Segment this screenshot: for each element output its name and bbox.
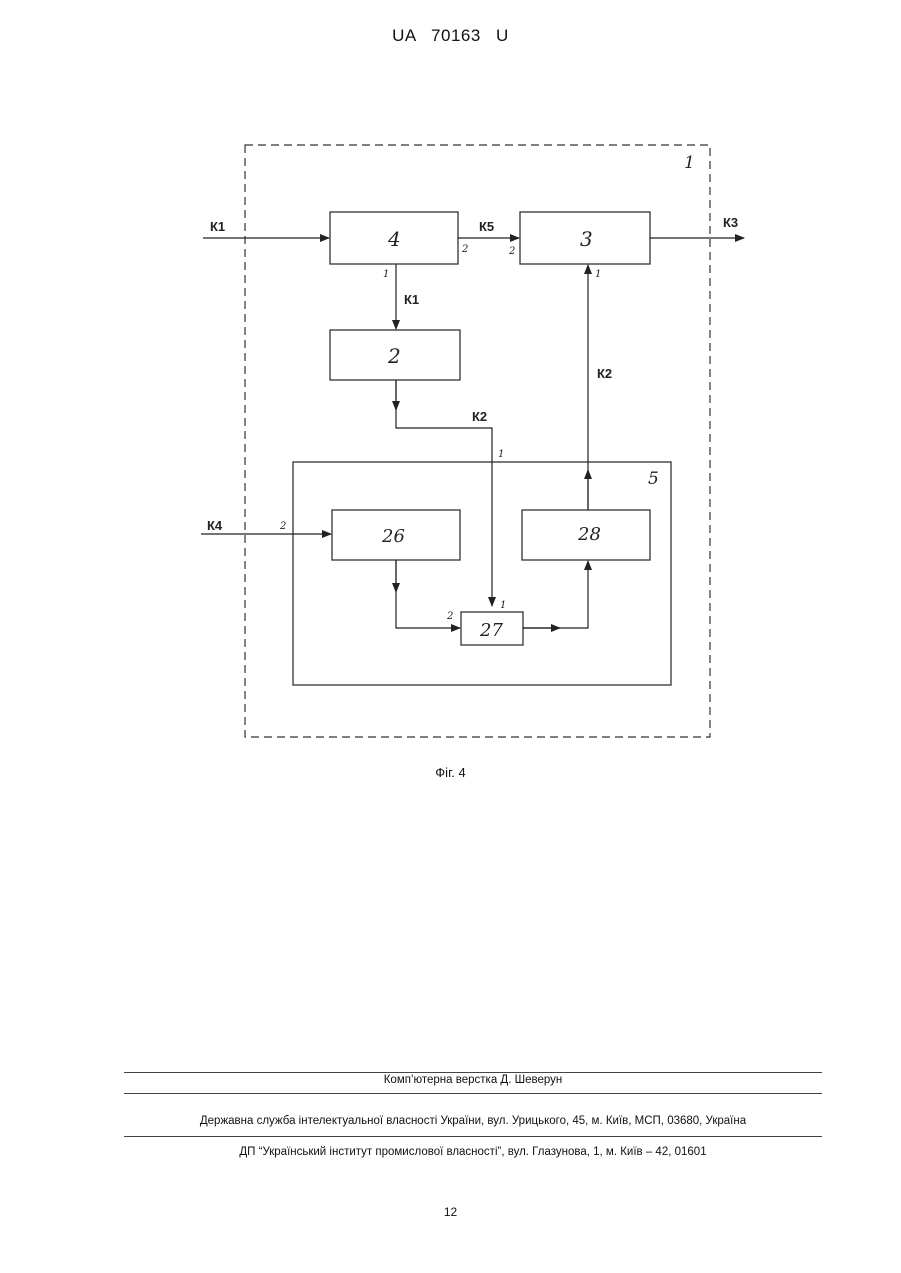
k1-down-label: К1 — [404, 292, 419, 307]
footer-divider-1 — [124, 1072, 822, 1073]
footer-institute: ДП “Український інститут промислової вла… — [124, 1146, 822, 1158]
subsystem-port-1: 1 — [498, 449, 504, 460]
page-number: 12 — [0, 1205, 901, 1219]
footer-divider-2 — [124, 1093, 822, 1094]
block-diagram: 1 5 4 3 2 26 28 27 К1 К5 2 2 К3 1 К1 К2 … — [0, 0, 901, 800]
k5-label: К5 — [479, 219, 494, 234]
block-3-port-2: 2 — [508, 246, 515, 257]
k2-right-label: К2 — [597, 366, 612, 381]
footer-agency: Державна служба інтелектуальної власност… — [124, 1115, 822, 1127]
k2-left-label: К2 — [472, 409, 487, 424]
figure-caption: Фіг. 4 — [0, 765, 901, 780]
block-27-port-2: 2 — [446, 611, 453, 622]
block-3-label: 3 — [580, 227, 593, 251]
block-27-label: 27 — [479, 620, 503, 641]
footer-divider-3 — [124, 1136, 822, 1137]
block-28-label: 28 — [577, 524, 601, 545]
block-3-port-1: 1 — [595, 269, 601, 280]
k4-input-label: К4 — [207, 518, 223, 533]
subsystem-port-2: 2 — [279, 521, 286, 532]
subsystem-boundary — [293, 462, 671, 685]
block-26-label: 26 — [381, 526, 405, 547]
block-27-port-1: 1 — [500, 600, 506, 611]
system-boundary — [245, 145, 710, 737]
subsystem-number-label: 5 — [648, 469, 659, 489]
block-4-port-1: 1 — [383, 269, 389, 280]
b27-to-b28-path — [523, 561, 588, 628]
block-2-label: 2 — [387, 344, 401, 368]
system-number-label: 1 — [684, 153, 695, 173]
footer-layout-credit: Комп’ютерна верстка Д. Шеверун — [124, 1074, 822, 1086]
block-4-label: 4 — [387, 227, 401, 251]
k3-output-label: К3 — [723, 215, 738, 230]
k1-input-label: К1 — [210, 219, 225, 234]
block-4-port-2: 2 — [461, 244, 468, 255]
